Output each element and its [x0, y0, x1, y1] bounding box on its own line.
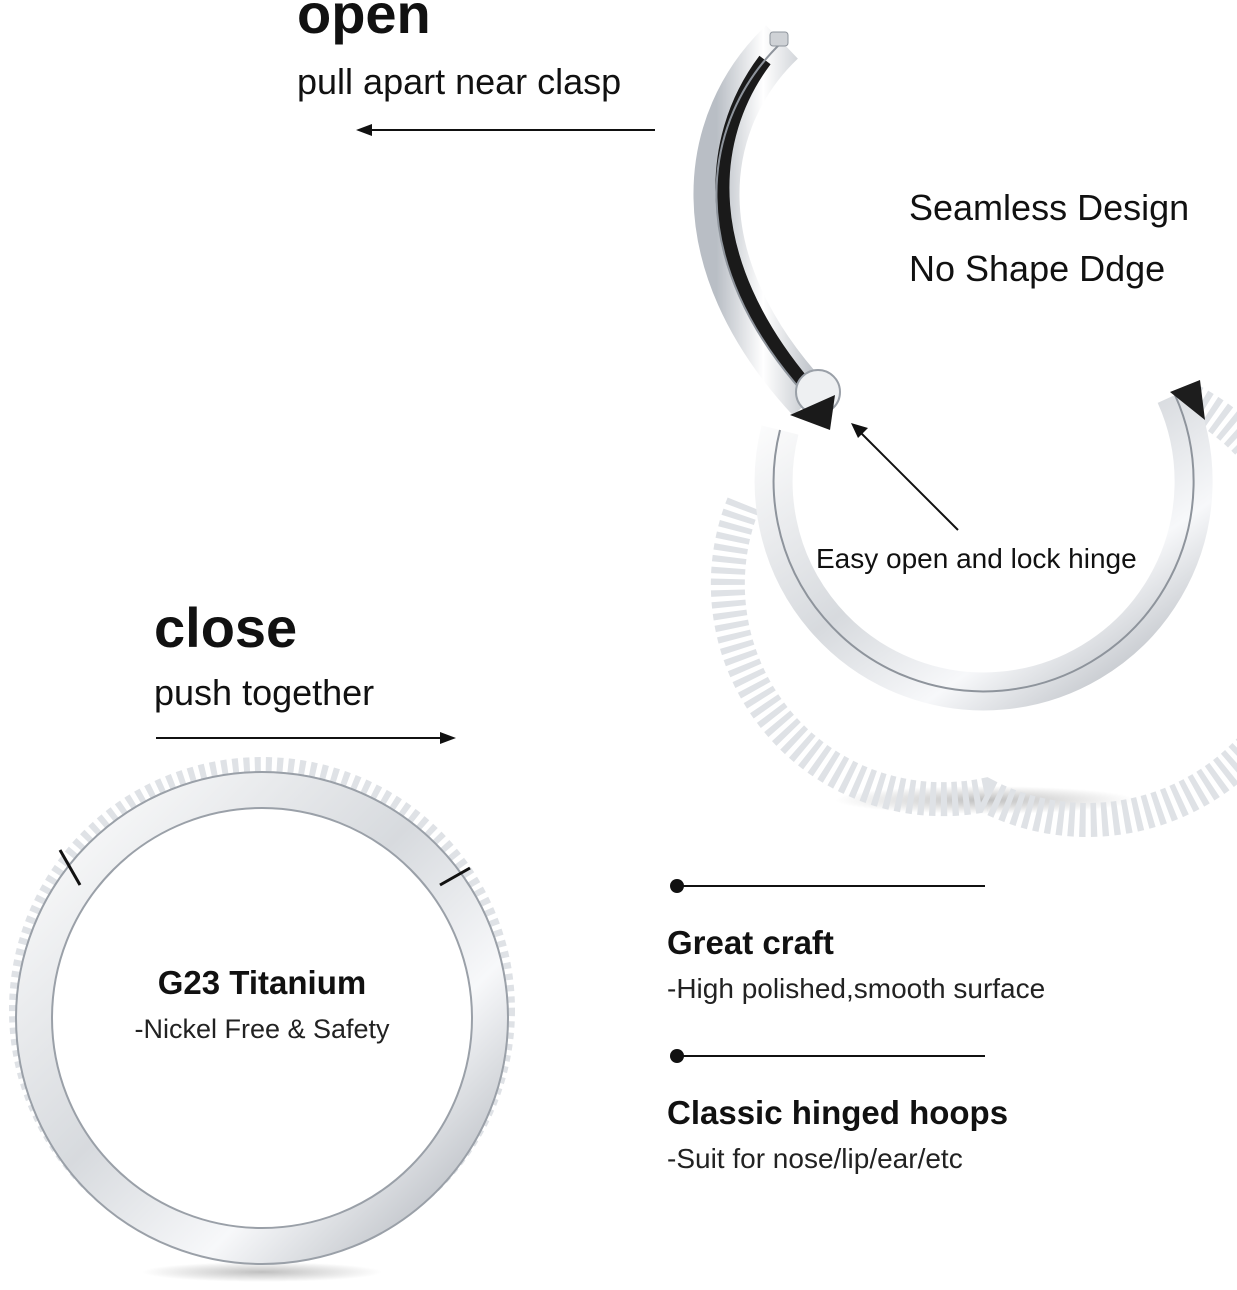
open-arrow [356, 124, 655, 136]
material-subtitle: -Nickel Free & Safety [134, 1014, 390, 1044]
seamless-line-1: Seamless Design [909, 187, 1190, 228]
feature-divider-1 [670, 879, 985, 893]
open-title: open [297, 0, 431, 45]
close-title: close [154, 596, 298, 659]
hinge-label: Easy open and lock hinge [816, 543, 1137, 574]
hinge-pointer-arrow [851, 423, 959, 531]
feature-divider-2 [670, 1049, 985, 1063]
feature-title-1: Great craft [667, 924, 834, 961]
closed-hoop-image [9, 757, 515, 1282]
seamless-line-2: No Shape Ddge [909, 248, 1166, 289]
close-subtitle: push together [154, 672, 375, 713]
feature-subtitle-2: -Suit for nose/lip/ear/etc [667, 1143, 963, 1174]
open-hoop-image [693, 25, 1237, 837]
feature-subtitle-1: -High polished,smooth surface [667, 973, 1046, 1004]
close-arrow [156, 732, 456, 744]
open-subtitle: pull apart near clasp [297, 61, 622, 102]
feature-title-2: Classic hinged hoops [667, 1094, 1009, 1131]
material-title: G23 Titanium [157, 964, 367, 1001]
